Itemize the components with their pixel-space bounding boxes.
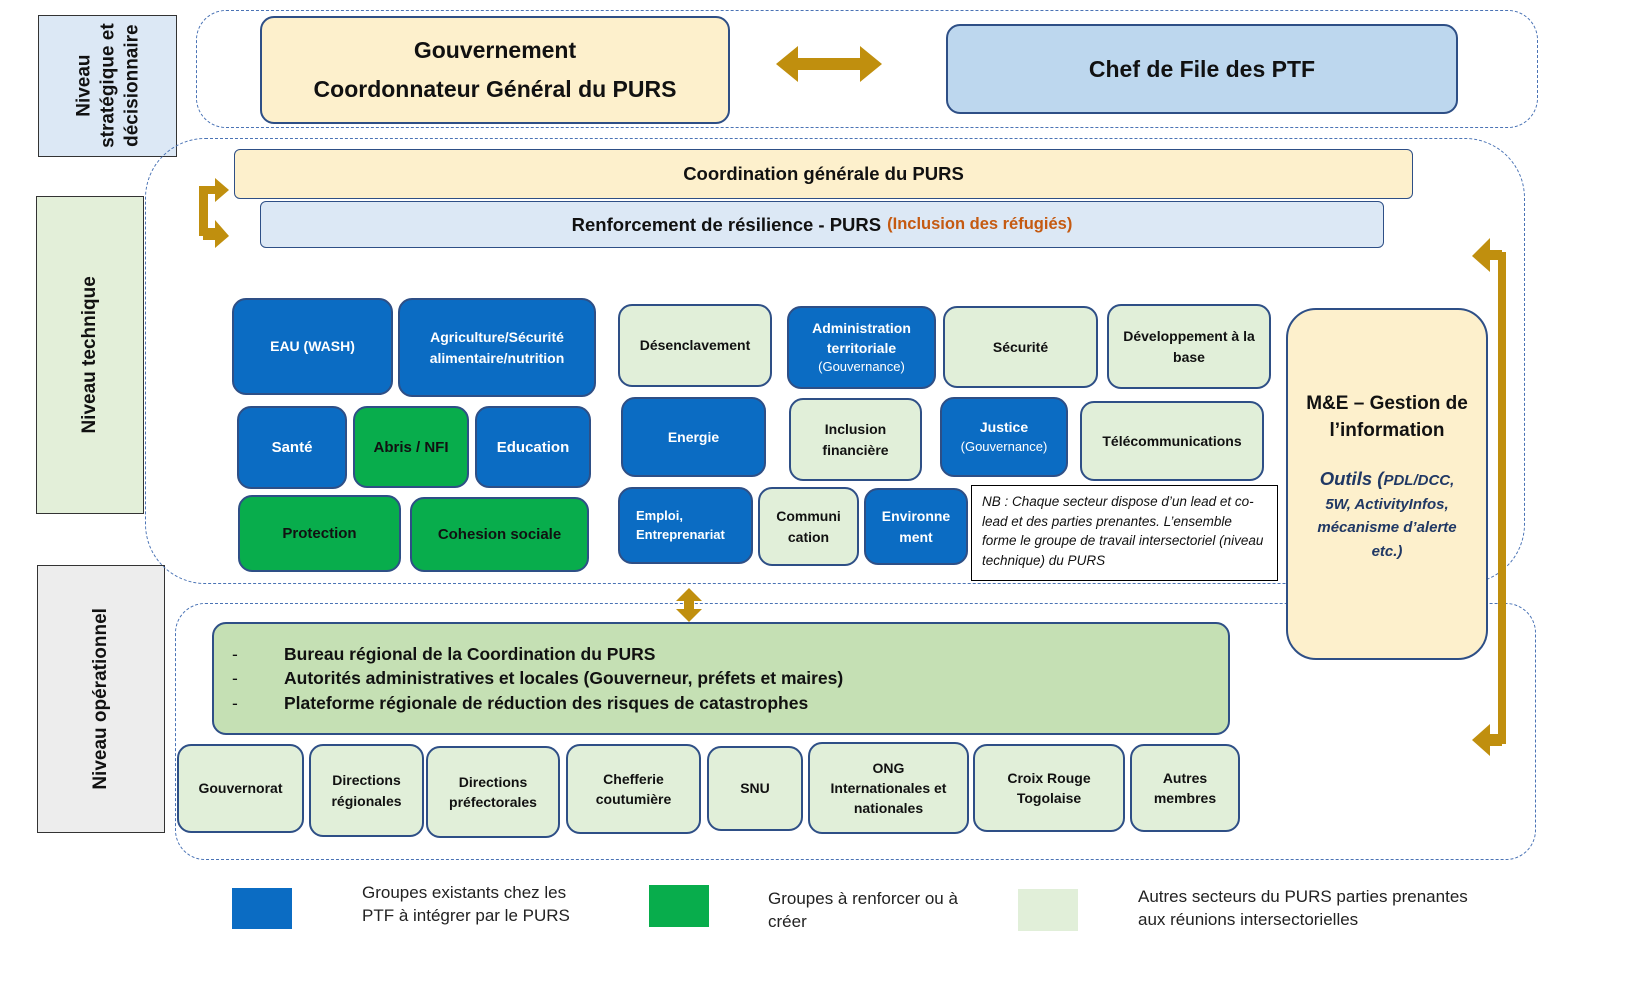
sector-telecom: Télécommunications xyxy=(1080,401,1264,481)
government-box: Gouvernement Coordonnateur Général du PU… xyxy=(260,16,730,124)
technical-container xyxy=(145,138,1525,584)
legend-label-reinforce: Groupes à renforcer ou à créer xyxy=(768,889,958,931)
legend-swatch-reinforce xyxy=(649,885,709,927)
member-autres: Autres membres xyxy=(1130,744,1240,832)
sector-administration: Administration territoriale (Gouvernance… xyxy=(787,306,936,389)
sector-eau: EAU (WASH) xyxy=(232,298,393,395)
sector-environnement: Environne ment xyxy=(864,488,968,565)
operational-main-box: Bureau régional de la Coordination du PU… xyxy=(212,622,1230,735)
member-ong: ONG Internationales et nationales xyxy=(808,742,969,834)
operational-list: Bureau régional de la Coordination du PU… xyxy=(232,642,843,716)
sector-justice: Justice (Gouvernance) xyxy=(940,397,1068,477)
legend-label-other: Autres secteurs du PURS parties prenante… xyxy=(1138,887,1468,929)
sector-securite: Sécurité xyxy=(943,306,1098,388)
level-technical-label: Niveau technique xyxy=(36,196,144,514)
operational-container xyxy=(175,603,1536,860)
strategic-container xyxy=(196,10,1538,128)
member-directions-regionales: Directions régionales xyxy=(309,744,424,837)
legend-swatch-other xyxy=(1018,889,1078,931)
me-tools: Outils (PDL/DCC, 5W, ActivityInfos, méca… xyxy=(1317,468,1457,560)
resilience-bar: Renforcement de résilience - PURS (Inclu… xyxy=(260,201,1384,248)
member-snu: SNU xyxy=(707,746,803,831)
note-box: NB : Chaque secteur dispose d’un lead et… xyxy=(971,485,1278,581)
legend-label-existing: Groupes existants chez les PTF à intégre… xyxy=(362,883,570,925)
sector-energie: Energie xyxy=(621,397,766,477)
sector-inclusion: Inclusion financière xyxy=(789,398,922,481)
sector-protection: Protection xyxy=(238,495,401,572)
legend-swatch-existing xyxy=(232,888,292,929)
sector-sante: Santé xyxy=(237,406,347,489)
sector-developpement: Développement à la base xyxy=(1107,304,1271,389)
sector-emploi: Emploi, Entreprenariat xyxy=(618,487,753,564)
member-directions-prefectorales: Directions préfectorales xyxy=(426,746,560,838)
me-box: M&E – Gestion de l’information Outils (P… xyxy=(1286,308,1488,660)
resilience-main: Renforcement de résilience - PURS xyxy=(571,213,882,235)
sector-desenclavement: Désenclavement xyxy=(618,304,772,387)
sector-cohesion: Cohesion sociale xyxy=(410,497,589,572)
member-croix-rouge: Croix Rouge Togolaise xyxy=(973,744,1125,832)
resilience-highlight: (Inclusion des réfugiés) xyxy=(887,215,1073,233)
me-title: M&E – Gestion de l’information xyxy=(1306,393,1468,441)
level-operational-label: Niveau opérationnel xyxy=(37,565,165,833)
operational-item: Plateforme régionale de réduction des ri… xyxy=(232,691,843,716)
level-strategic-label: Niveau stratégique et décisionnaire xyxy=(38,15,177,157)
coordinator-title: Coordonnateur Général du PURS xyxy=(313,76,677,102)
sector-education: Education xyxy=(475,406,591,488)
ptf-lead-box: Chef de File des PTF xyxy=(946,24,1458,114)
member-chefferie: Chefferie coutumière xyxy=(566,744,701,834)
operational-item: Bureau régional de la Coordination du PU… xyxy=(232,642,843,667)
general-coordination-bar: Coordination générale du PURS xyxy=(234,149,1413,199)
sector-abris: Abris / NFI xyxy=(353,406,469,488)
member-gouvernorat: Gouvernorat xyxy=(177,744,304,833)
sector-agriculture: Agriculture/Sécurité alimentaire/nutriti… xyxy=(398,298,596,397)
government-title: Gouvernement xyxy=(413,36,577,63)
sector-communication: Communi cation xyxy=(758,487,859,566)
operational-item: Autorités administratives et locales (Go… xyxy=(232,666,843,691)
